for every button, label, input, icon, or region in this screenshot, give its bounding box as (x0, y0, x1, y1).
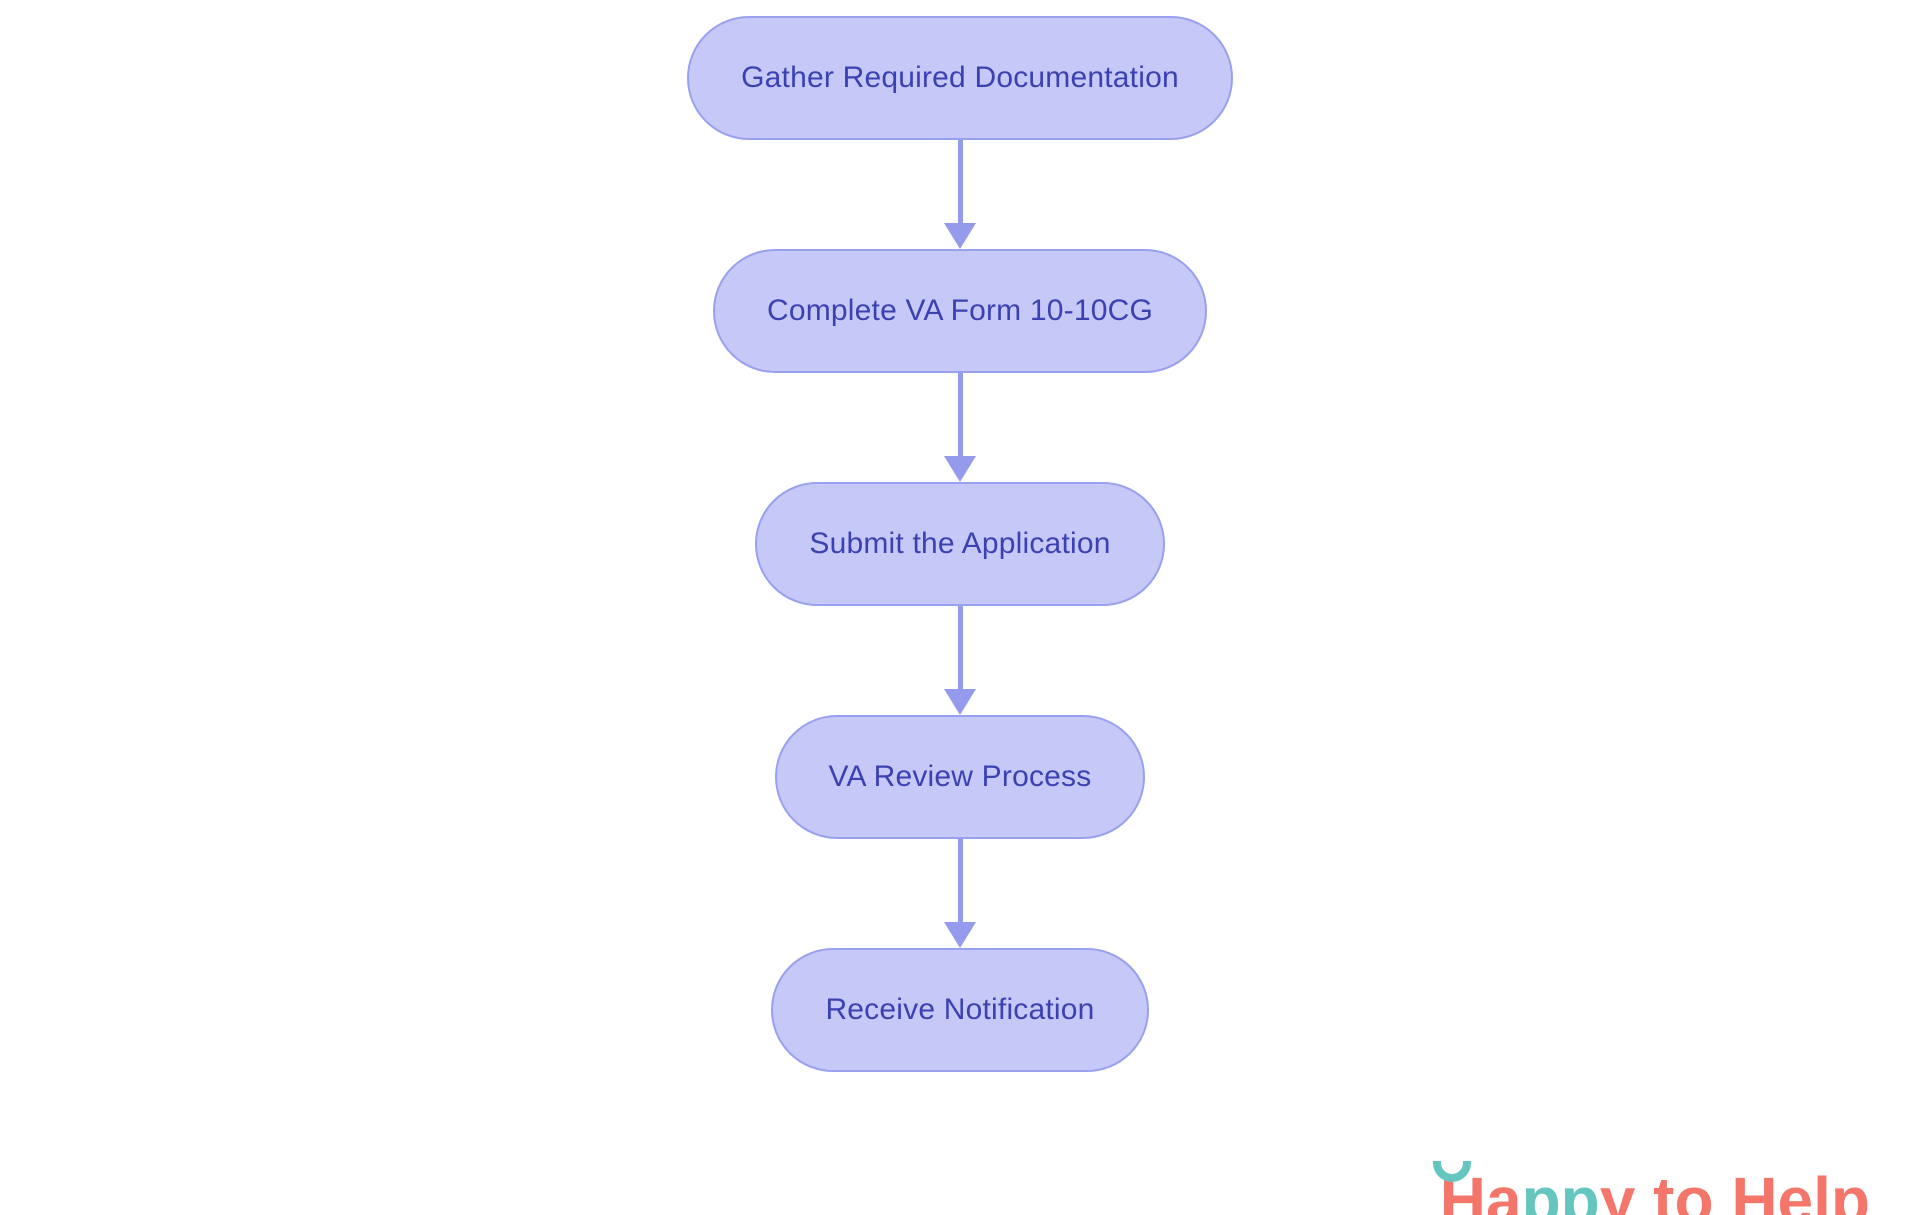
flow-node-receive-notification: Receive Notification (771, 948, 1149, 1072)
arrow-down-icon (944, 689, 976, 715)
flow-node-complete-form: Complete VA Form 10-10CG (712, 249, 1208, 373)
brand-logo: Happy to Help caregiving (1333, 1104, 1870, 1215)
arrow-line (957, 373, 963, 456)
flow-arrow-2 (944, 373, 976, 482)
flow-node-gather-documentation: Gather Required Documentation (687, 16, 1233, 140)
arrow-line (957, 606, 963, 689)
flow-node-va-review: VA Review Process (774, 715, 1146, 839)
flow-arrow-4 (944, 839, 976, 948)
arrow-line (957, 839, 963, 922)
arrow-line (957, 140, 963, 223)
logo-wordmark: Happy to Help (1333, 1104, 1870, 1215)
flow-node-submit-application: Submit the Application (755, 482, 1165, 606)
flowchart: Gather Required Documentation Complete V… (0, 16, 1920, 1072)
smile-icon (1433, 1161, 1472, 1182)
arrow-down-icon (944, 456, 976, 482)
flow-arrow-1 (944, 140, 976, 249)
arrow-down-icon (944, 922, 976, 948)
flow-arrow-3 (944, 606, 976, 715)
arrow-down-icon (944, 223, 976, 249)
logo-wordmark-part3: y to Help (1599, 1164, 1870, 1215)
logo-wordmark-part2: pp (1521, 1164, 1600, 1215)
